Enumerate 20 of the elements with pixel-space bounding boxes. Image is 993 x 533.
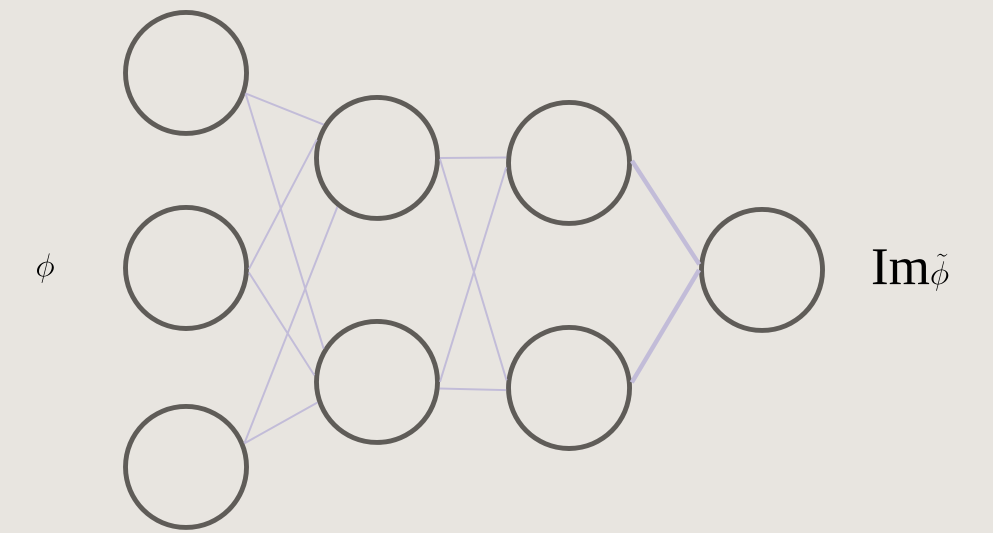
math-label: $\phi$ — [37, 253, 54, 283]
neuron-circle — [123, 404, 249, 530]
neuron-circle — [506, 325, 632, 451]
connection-line — [440, 388, 506, 392]
neuron-circle — [506, 100, 632, 226]
connection-line — [248, 272, 316, 376]
connection-line — [630, 268, 701, 384]
connection-line — [243, 206, 338, 444]
neuron-circle — [123, 10, 249, 136]
connection-line — [244, 93, 325, 349]
math-label: $\mathrm{Im}\tilde{\phi}$ — [872, 249, 948, 291]
neuron-circle — [699, 207, 825, 333]
connection-line — [440, 156, 506, 159]
neuron-circle — [123, 205, 249, 331]
connection-line — [244, 402, 318, 444]
neuron-circle — [314, 95, 440, 221]
connection-line — [630, 160, 702, 266]
neuron-circle — [314, 319, 440, 445]
connection-line — [248, 139, 318, 270]
connection-line — [245, 92, 324, 126]
